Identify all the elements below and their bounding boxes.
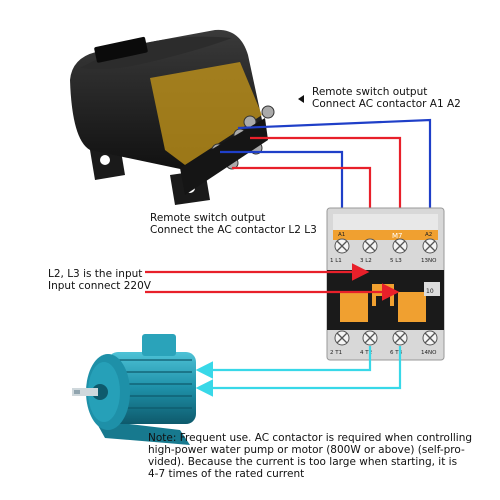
- input-line1: L2, L3 is the input: [48, 268, 143, 280]
- contactor-top-terminals: [334, 238, 438, 254]
- note-line: high-power water pump or motor (800W or …: [148, 444, 465, 456]
- usage-note: Note: Frequent use. AC contactor is requ…: [148, 432, 498, 480]
- remote-output-a-label: Remote switch output Connect AC contacto…: [312, 86, 461, 110]
- wires-blue: [220, 118, 439, 233]
- remote-output-l-line2: Connect the AC contactor L2 L3: [150, 224, 317, 236]
- contactor-model: M7: [392, 232, 403, 240]
- svg-text:14NO: 14NO: [421, 350, 437, 356]
- note-line: vided). Because the current is too large…: [148, 456, 458, 468]
- note-line: Note: Frequent use. AC contactor is requ…: [148, 432, 473, 444]
- svg-text:A2: A2: [425, 232, 432, 238]
- input-label: L2, L3 is the input Input connect 220V: [48, 268, 151, 292]
- remote-switch-module: [70, 29, 275, 205]
- electric-motor: [72, 334, 196, 445]
- remote-output-a-line2: Connect AC contactor A1 A2: [312, 98, 461, 110]
- contactor-top-stripe: [333, 230, 438, 240]
- wires-cyan: [195, 346, 402, 397]
- svg-text:3 L2: 3 L2: [360, 258, 372, 264]
- note-line: 4-7 times of the rated current: [148, 468, 305, 480]
- remote-output-a-line1: Remote switch output: [312, 86, 428, 98]
- contactor-bottom-terminals: [334, 330, 438, 346]
- pointer-arrow-icon: [298, 95, 304, 103]
- remote-output-l-line1: Remote switch output: [150, 212, 266, 224]
- ac-contactor: M7 1 L1 3 L2 5 L3 13NO A1 A2: [326, 207, 445, 361]
- svg-text:2 T1: 2 T1: [330, 350, 342, 356]
- svg-text:1 L1: 1 L1: [330, 258, 342, 264]
- contactor-rating: 10: [426, 288, 434, 295]
- svg-text:6 T3: 6 T3: [390, 350, 403, 356]
- svg-text:5 L3: 5 L3: [390, 258, 402, 264]
- input-line2: Input connect 220V: [48, 280, 151, 292]
- remote-output-l-label: Remote switch output Connect the AC cont…: [150, 212, 317, 236]
- svg-text:13NO: 13NO: [421, 258, 437, 264]
- contactor-bottom-labels: 2 T1 4 T2 6 T3 14NO: [330, 350, 437, 356]
- svg-text:A1: A1: [338, 232, 345, 238]
- wires-input: [145, 263, 400, 301]
- contactor-top-labels: 1 L1 3 L2 5 L3 13NO A1 A2: [330, 232, 437, 264]
- svg-text:4 T2: 4 T2: [360, 350, 372, 356]
